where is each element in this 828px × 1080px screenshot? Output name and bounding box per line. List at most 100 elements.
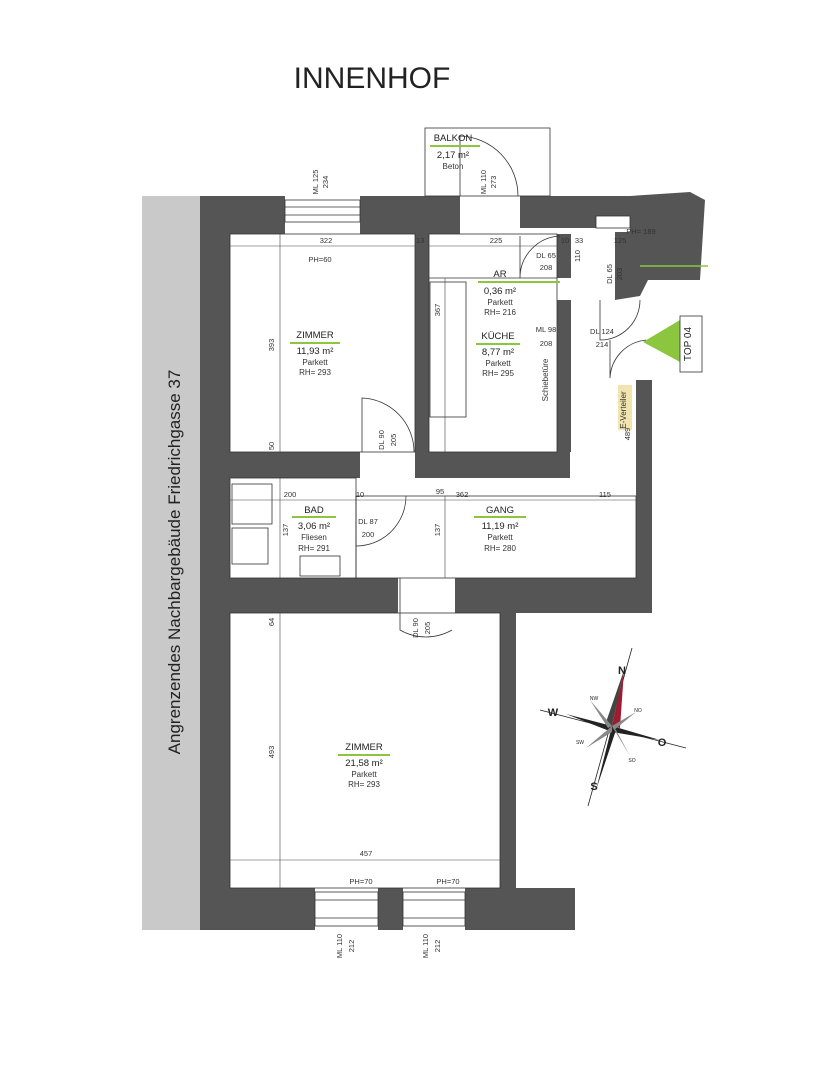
- svg-text:322: 322: [320, 236, 333, 245]
- room-floor: Parkett: [351, 770, 377, 779]
- svg-text:393: 393: [267, 339, 276, 352]
- opening-label: ML 110: [335, 934, 344, 958]
- top-label-box: [679, 315, 703, 373]
- room-area: 0,36 m²: [484, 286, 516, 297]
- svg-text:33: 33: [575, 236, 583, 245]
- room-zimmer-2: ZIMMER 21,58 m² Parkett RH= 293: [338, 742, 390, 789]
- neighbor-label: Angrenzendes Nachbargebäude Friedrichgas…: [165, 370, 184, 755]
- room-height: RH= 293: [299, 368, 331, 377]
- opening-height: 200: [362, 530, 375, 539]
- svg-text:64: 64: [267, 618, 276, 626]
- svg-text:225: 225: [490, 236, 503, 245]
- ph-label: PH= 189: [626, 227, 655, 236]
- schiebetuere-label: Schiebetüre: [541, 358, 550, 401]
- room-name: KÜCHE: [481, 331, 514, 342]
- svg-text:137: 137: [281, 524, 290, 537]
- dimension-labels: 322 13 225 10 33 125 393 367 110 50 200 …: [267, 236, 632, 858]
- room-height: RH= 295: [482, 369, 514, 378]
- compass-sw: SW: [576, 740, 584, 746]
- opening-label: DL 87: [358, 517, 378, 526]
- opening-height: 205: [423, 622, 432, 635]
- svg-text:200: 200: [284, 490, 297, 499]
- e-verteiler-label: E-Verteiler: [619, 391, 628, 429]
- ph-label: PH=70: [349, 877, 372, 886]
- room-floor: Parkett: [487, 298, 513, 307]
- neighbor-building: [142, 196, 200, 930]
- room-gang: GANG 11,19 m² Parkett RH= 280: [474, 505, 526, 553]
- opening-height: 212: [347, 940, 356, 953]
- room-name: BAD: [304, 505, 324, 516]
- opening-label: DL 90: [411, 618, 420, 638]
- opening-label: DL 124: [590, 327, 614, 336]
- compass-o: O: [658, 737, 667, 749]
- room-name: GANG: [486, 505, 514, 516]
- compass-nw: NW: [590, 696, 599, 702]
- room-floor: Beton: [443, 162, 464, 171]
- dimension-lines: [230, 234, 636, 888]
- compass-w: W: [548, 707, 559, 719]
- entrance-marker-icon: [643, 320, 680, 362]
- e-verteiler-box: [618, 385, 632, 430]
- svg-text:10: 10: [561, 236, 569, 245]
- opening-label: DL 65: [536, 251, 556, 260]
- room-floor: Fliesen: [301, 533, 327, 542]
- compass-so: SO: [628, 758, 635, 764]
- svg-text:362: 362: [456, 490, 469, 499]
- svg-text:115: 115: [599, 490, 611, 499]
- room-height: RH= 280: [484, 544, 516, 553]
- svg-text:489: 489: [623, 428, 632, 441]
- room-floor: Parkett: [302, 358, 328, 367]
- plan-title: INNENHOF: [294, 62, 451, 95]
- room-area: 2,17 m²: [437, 150, 469, 161]
- svg-text:13: 13: [416, 236, 424, 245]
- opening-label: ML 98: [536, 325, 557, 334]
- room-bad: BAD 3,06 m² Fliesen RH= 291: [292, 505, 336, 553]
- compass-rose-icon: N S W O NW NO SW SO: [539, 647, 687, 807]
- doors: [355, 235, 647, 638]
- balcony-door-swing: [459, 135, 519, 197]
- ph-label: PH=60: [308, 255, 331, 264]
- room-name: ZIMMER: [345, 742, 383, 753]
- svg-text:110: 110: [573, 250, 582, 262]
- room-ar: AR 0,36 m² Parkett RH= 216: [478, 269, 560, 317]
- room-area: 11,19 m²: [482, 521, 519, 532]
- room-name: AR: [493, 269, 506, 280]
- opening-label: ML 125: [311, 170, 320, 195]
- opening-height: 203: [615, 268, 624, 281]
- room-name: BALKON: [434, 133, 473, 144]
- svg-text:457: 457: [360, 849, 373, 858]
- svg-text:125: 125: [614, 236, 627, 245]
- room-area: 11,93 m²: [297, 346, 334, 357]
- svg-text:493: 493: [267, 746, 276, 759]
- balcony-outline: [424, 127, 551, 197]
- opening-height: 208: [540, 339, 553, 348]
- room-zimmer-1: ZIMMER 11,93 m² Parkett RH= 293: [290, 330, 340, 377]
- opening-labels: PH=60 PH= 189 PH=70 PH=70 ML 125 234 ML …: [308, 170, 655, 958]
- ph-label: PH=70: [436, 877, 459, 886]
- room-outlines: [229, 233, 637, 889]
- svg-text:137: 137: [433, 524, 442, 537]
- opening-height: 214: [596, 340, 609, 349]
- compass-n: N: [618, 665, 626, 677]
- opening-height: 234: [321, 176, 330, 189]
- svg-text:367: 367: [433, 304, 442, 317]
- windows: [284, 199, 631, 927]
- opening-label: ML 110: [479, 170, 488, 194]
- opening-height: 205: [389, 434, 398, 447]
- room-area: 21,58 m²: [345, 758, 383, 769]
- room-balkon: BALKON 2,17 m² Beton: [430, 133, 480, 171]
- compass-no: NO: [634, 708, 642, 714]
- room-kueche: KÜCHE 8,77 m² Parkett RH= 295: [476, 331, 520, 378]
- opening-label: DL 65: [605, 264, 614, 284]
- compass-s: S: [590, 781, 597, 793]
- opening-label: DL 90: [377, 430, 386, 450]
- opening-height: 273: [489, 176, 498, 189]
- room-height: RH= 293: [348, 780, 380, 789]
- room-name: ZIMMER: [296, 330, 334, 341]
- room-height: RH= 291: [298, 544, 330, 553]
- room-area: 8,77 m²: [482, 347, 514, 358]
- svg-text:50: 50: [267, 442, 276, 450]
- room-floor: Parkett: [485, 359, 511, 368]
- room-floor: Parkett: [487, 533, 513, 542]
